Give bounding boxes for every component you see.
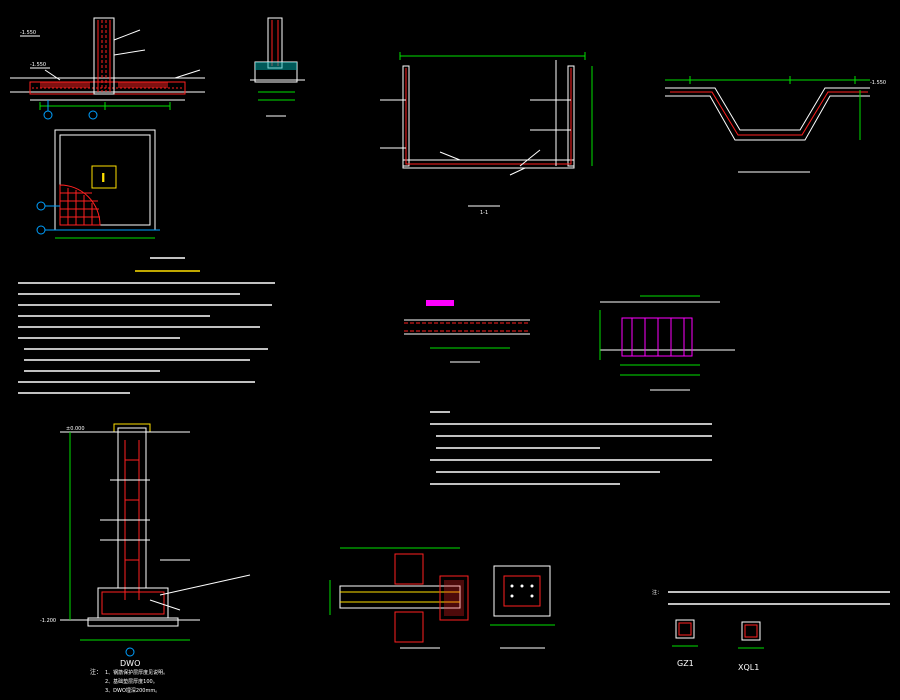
dwo-note-3: 3、DWO埋深200mm。: [105, 687, 160, 694]
joint-detail: [599, 295, 735, 391]
foundation-section-detail: [10, 17, 205, 120]
general-notes-block: [18, 257, 275, 394]
dwo-notes-head: 注：: [90, 668, 102, 676]
gz1-label: GZ1: [677, 659, 694, 668]
section-1-1-label: 1-1: [480, 210, 488, 216]
elevation-label-a: -1.550: [20, 30, 36, 36]
elevation-label-e: ±0.000: [66, 426, 85, 432]
xql1-label: XQL1: [738, 663, 759, 672]
wall-footing-section: [250, 17, 305, 117]
elevation-label-d: -1.200: [40, 618, 56, 624]
center-notes-block: [430, 411, 712, 485]
dwo-title: DWO: [120, 659, 140, 668]
right-notes-head: 注：: [652, 589, 662, 596]
beam-detail: [404, 300, 530, 363]
elevation-label-b: -1.550: [30, 62, 46, 68]
right-notes-block: [668, 591, 890, 605]
footing-plan: [36, 129, 160, 239]
pit-section-detail: [380, 52, 593, 207]
dwo-wall-section: [60, 423, 251, 657]
dwo-note-1: 1、钢筋保护层厚度见说明。: [105, 669, 168, 676]
wall-penetration-detail: [329, 547, 469, 649]
column-mark-label: I: [101, 171, 105, 185]
gz1-section: [672, 619, 698, 647]
xql1-section: [738, 621, 764, 649]
elevation-label-c: -1.550: [870, 80, 886, 86]
trench-section-detail: [665, 76, 870, 173]
box-section-detail: [490, 565, 555, 649]
dwo-note-2: 2、基础垫层厚度100。: [105, 678, 158, 685]
